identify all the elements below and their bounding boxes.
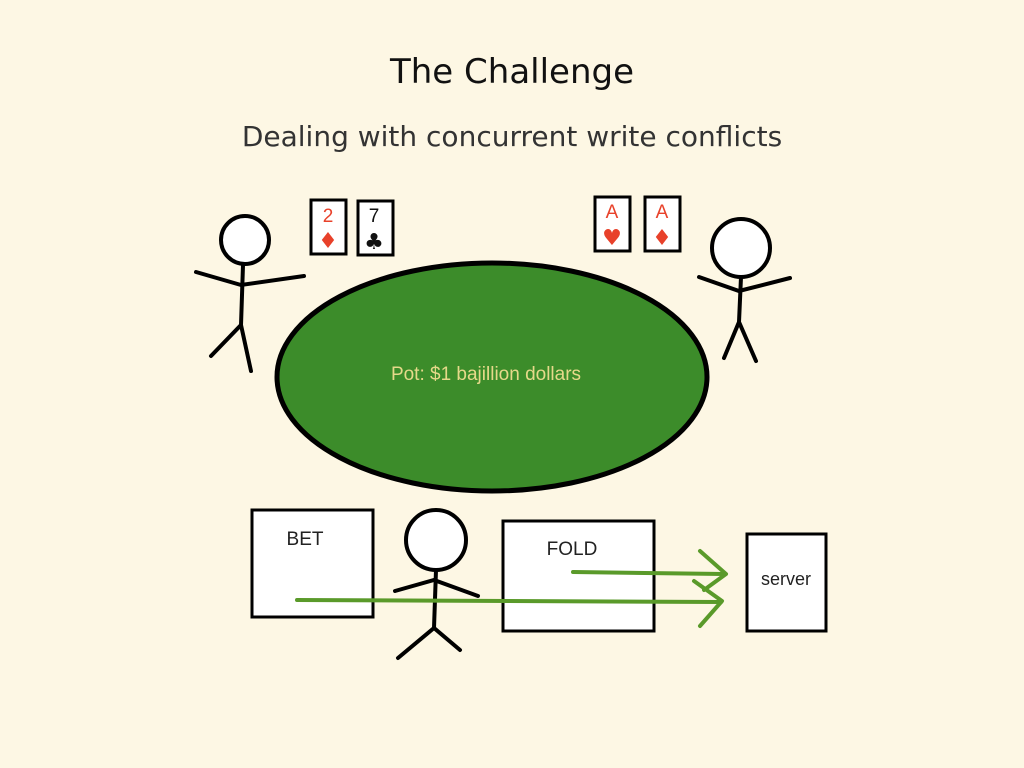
left-player-legs: [209, 320, 253, 373]
right-player-body: [737, 275, 743, 324]
card-rank: 7: [369, 206, 380, 227]
left-player-head: [219, 214, 271, 266]
right-player-legs: [722, 316, 758, 363]
diamond-suit-icon: ♦: [652, 226, 672, 251]
right-player-arms: [697, 275, 792, 294]
left-player-body: [239, 263, 245, 327]
pot-label: Pot: $1 bajillion dollars: [391, 364, 581, 385]
right-player-head: [710, 217, 772, 279]
card-rank: A: [606, 202, 619, 223]
bottom-player-head: [404, 508, 468, 572]
bottom-player-figure: [393, 508, 480, 660]
right-player-card-2: A ♦: [643, 195, 682, 253]
left-player-card-2: 7 ♣: [356, 199, 395, 257]
slide-subtitle: Dealing with concurrent write conflicts: [241, 120, 783, 153]
arrowhead-icon: [692, 579, 724, 628]
heart-suit-icon: ♥: [602, 226, 622, 251]
server-label: server: [761, 569, 811, 589]
card-rank: A: [656, 202, 669, 223]
bet-to-server-arrow: [295, 579, 724, 628]
right-player-card-1: A ♥: [593, 195, 632, 253]
left-player-arms: [194, 270, 306, 288]
poker-table: Pot: $1 bajillion dollars: [274, 260, 710, 494]
left-player-figure: [194, 214, 306, 373]
fold-to-server-arrow: [571, 549, 728, 592]
fold-label: FOLD: [547, 539, 598, 560]
server-box: server: [745, 532, 828, 633]
bet-label: BET: [287, 529, 324, 550]
fold-button[interactable]: FOLD: [501, 519, 656, 633]
left-player-card-1: 2 ♦: [309, 198, 348, 256]
right-player-figure: [697, 217, 792, 363]
club-suit-icon: ♣: [364, 230, 384, 255]
bottom-player-arms: [393, 577, 480, 598]
diamond-suit-icon: ♦: [318, 229, 338, 254]
bottom-player-legs: [396, 625, 462, 660]
arrowhead-icon: [698, 549, 728, 592]
slide-title: The Challenge: [389, 52, 635, 92]
table-felt: [274, 260, 710, 494]
card-rank: 2: [323, 206, 334, 227]
